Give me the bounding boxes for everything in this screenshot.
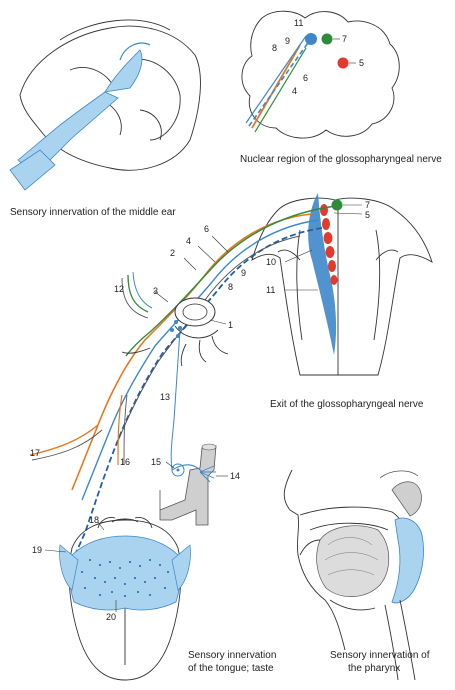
label-4-mid: 4 xyxy=(186,236,191,246)
nucleus-green-marker xyxy=(321,33,333,45)
label-9-top: 9 xyxy=(285,36,290,46)
tongue-illustration xyxy=(44,517,191,681)
pharynx-illustration xyxy=(283,469,424,681)
label-18: 18 xyxy=(89,515,99,525)
label-2: 2 xyxy=(170,248,175,258)
nerve-bundle xyxy=(29,205,337,576)
label-6-mid: 6 xyxy=(204,224,209,234)
tongue-section xyxy=(316,525,390,597)
middle-ear-illustration xyxy=(9,19,201,191)
carotid-bifurcation xyxy=(159,443,228,526)
label-5-mid: 5 xyxy=(365,210,370,220)
brainstem-illustration xyxy=(251,193,433,376)
motor-nucleus-red xyxy=(320,204,338,285)
label-17: 17 xyxy=(30,448,40,458)
label-9-mid: 9 xyxy=(241,268,246,278)
label-14: 14 xyxy=(230,471,240,481)
label-20: 20 xyxy=(106,612,116,622)
label-1: 1 xyxy=(228,320,233,330)
label-3: 3 xyxy=(153,286,158,296)
label-7-mid: 7 xyxy=(365,200,370,210)
spinal-tract-blue xyxy=(308,193,337,355)
label-8-mid: 8 xyxy=(228,282,233,292)
nucleus-blue-marker xyxy=(305,33,317,45)
label-13: 13 xyxy=(160,392,170,402)
label-19: 19 xyxy=(32,545,42,555)
label-11-top: 11 xyxy=(294,18,303,28)
label-11-mid: 11 xyxy=(266,285,275,295)
label-15: 15 xyxy=(151,457,161,467)
caption-pharynx-line1: Sensory innervation of xyxy=(330,650,430,661)
label-12: 12 xyxy=(114,284,124,294)
caption-nuclear-region: Nuclear region of the glossopharyngeal n… xyxy=(240,154,442,165)
pharynx-sensory-region xyxy=(391,517,424,604)
caption-pharynx-line2: the pharynx xyxy=(348,663,400,674)
caption-exit: Exit of the glossopharyngeal nerve xyxy=(270,399,424,410)
salivatory-nucleus-green xyxy=(331,199,343,211)
label-7-top: 7 xyxy=(342,34,347,44)
label-5-top: 5 xyxy=(359,58,364,68)
label-4-top: 4 xyxy=(292,86,297,96)
caption-middle-ear: Sensory innervation of the middle ear xyxy=(10,207,176,218)
nucleus-red-marker xyxy=(337,57,349,69)
label-6-top: 6 xyxy=(303,73,308,83)
label-16: 16 xyxy=(120,457,130,467)
caption-tongue-line1: Sensory innervation xyxy=(188,650,276,661)
nuclear-region-illustration xyxy=(241,10,400,139)
caption-tongue-line2: of the tongue; taste xyxy=(188,663,274,674)
label-8-top: 8 xyxy=(272,43,277,53)
label-10: 10 xyxy=(266,257,276,267)
